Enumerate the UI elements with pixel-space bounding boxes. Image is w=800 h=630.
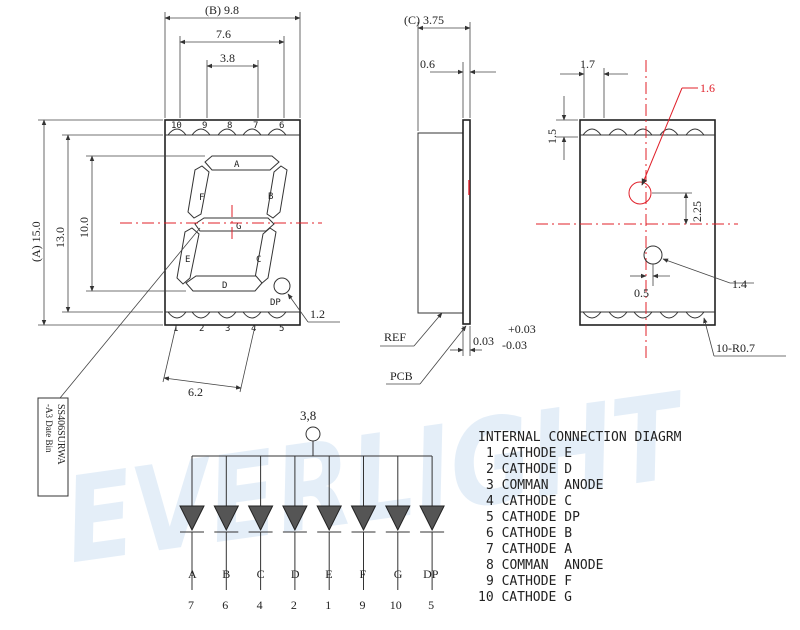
connection-title: INTERNAL CONNECTION DIAGRM [478, 430, 682, 445]
segment-label-c: C [256, 255, 261, 265]
top-pin-7: 7 [253, 121, 258, 131]
dim-100-label: 10.0 [77, 217, 91, 238]
segment-label-e: E [185, 255, 190, 265]
connection-item-5: 5 CATHODE DP [486, 510, 580, 525]
diode-b [213, 505, 240, 532]
circuit-pin-label-c: 4 [257, 598, 263, 612]
side-pcb [462, 119, 471, 325]
connection-item-10: 10 CATHODE G [478, 590, 572, 605]
tol-plus-label: +0.03 [508, 322, 536, 336]
dim-17-label: 1.7 [580, 57, 595, 71]
dim-225-label: 2.25 [690, 201, 704, 222]
diode-f [350, 505, 377, 532]
circuit-seg-label-d: D [291, 567, 300, 581]
connection-item-1: 1 CATHODE E [486, 446, 572, 461]
diode-a [179, 505, 205, 532]
bottom-pin-3: 3 [225, 324, 230, 334]
diode-e [316, 505, 343, 532]
diode-c [247, 505, 274, 532]
circuit-pin-label-e: 1 [325, 598, 331, 612]
connection-item-2: 2 CATHODE D [486, 462, 572, 477]
segment-label-b: B [268, 192, 273, 202]
segment-label-g: G [236, 222, 241, 232]
circuit-pin-label-d: 2 [291, 598, 297, 612]
dim-12-label: 1.2 [310, 307, 325, 321]
dim-130-label: 13.0 [53, 227, 67, 248]
diode-d [282, 505, 308, 532]
tol-minus-label: -0.03 [502, 338, 527, 352]
circuit-pin-label-f: 9 [360, 598, 366, 612]
dim-05-label: 0.5 [634, 286, 649, 300]
circuit-pin-label-g: 10 [390, 598, 402, 612]
top-pin-9: 9 [202, 121, 207, 131]
dp-label: DP [270, 298, 281, 308]
connection-item-4: 4 CATHODE C [486, 494, 572, 509]
dim-c-label: (C) 3.75 [404, 13, 444, 27]
circuit-seg-label-e: E [325, 567, 332, 581]
part-label-line1: SS406SURWA [55, 404, 66, 465]
connection-item-6: 6 CATHODE B [486, 526, 572, 541]
top-pin-8: 8 [227, 121, 232, 131]
decimal-point [273, 277, 291, 295]
diode-g [384, 505, 411, 532]
segment-label-d: D [222, 281, 227, 291]
top-pin-10: 10 [171, 121, 182, 131]
segment-b [266, 165, 288, 219]
side-body [417, 132, 464, 314]
side-view: (C) 3.75 0.6 REF PCB 0.03 +0.03 -0.03 [380, 13, 536, 385]
segment-label-a: A [234, 160, 240, 170]
hole-14 [643, 245, 663, 265]
circuit-seg-label-g: G [394, 567, 403, 581]
segment-label-f: F [199, 193, 204, 203]
diode-dp [419, 505, 445, 532]
back-view: 1.6 2.25 1.4 0.5 1.7 1.5 10-R0.7 [536, 57, 786, 360]
circuit-diagram: 3,8 A 7 B 6 C 4 D 2 E 1 F 9 G 10 DP 5 [179, 408, 445, 612]
front-view: 10 9 8 7 6 1 2 3 4 5 A B C D E F G DP [29, 3, 340, 399]
circuit-seg-label-a: A [188, 567, 197, 581]
circuit-pin-label-dp: 5 [428, 598, 434, 612]
top-pin-6: 6 [279, 121, 284, 131]
bottom-pin-2: 2 [199, 324, 204, 334]
bottom-pin-5: 5 [279, 324, 284, 334]
part-label-box: SS406SURWA -A3 Date Bin [37, 227, 201, 497]
circuit-pin-label-a: 7 [188, 598, 194, 612]
circuit-seg-label-c: C [257, 567, 265, 581]
hole-16 [628, 181, 652, 205]
connection-item-7: 7 CATHODE A [486, 542, 572, 557]
segment-g [194, 217, 275, 232]
dim-r-label: 10-R0.7 [716, 341, 755, 355]
connection-list: INTERNAL CONNECTION DIAGRM 1 CATHODE E 2… [478, 430, 682, 605]
connection-item-8: 8 COMMAN ANODE [486, 558, 603, 573]
back-body-outline [579, 119, 716, 326]
connection-item-9: 9 CATHODE F [486, 574, 572, 589]
circuit-pin-label-b: 6 [222, 598, 228, 612]
dim-16-label: 1.6 [700, 81, 715, 95]
dim-15-label: 1.5 [545, 129, 559, 144]
bottom-pin-4: 4 [251, 324, 256, 334]
part-label-leader [59, 227, 201, 399]
dim-06-label: 0.6 [420, 57, 435, 71]
part-label-line2: -A3 Date Bin [44, 404, 54, 453]
pcb-label: PCB [390, 369, 413, 383]
dim-76-label: 7.6 [216, 27, 231, 41]
circuit-seg-label-f: F [360, 567, 367, 581]
dim-b-label: (B) 9.8 [205, 3, 239, 17]
segment-a [204, 155, 280, 171]
segment-d [185, 275, 263, 292]
common-anode-label: 3,8 [300, 408, 316, 423]
segment-e [176, 227, 200, 285]
dim-62-label: 6.2 [188, 385, 203, 399]
tol-label: 0.03 [473, 334, 494, 348]
dim-a-label: (A) 15.0 [29, 221, 43, 262]
connection-item-3: 3 COMMAN ANODE [486, 478, 603, 493]
ref-label: REF [384, 330, 406, 344]
circuit-seg-label-dp: DP [423, 567, 439, 581]
dim-38-label: 3.8 [220, 51, 235, 65]
circuit-seg-label-b: B [222, 567, 230, 581]
segment-f [187, 165, 210, 219]
dim-14-label: 1.4 [732, 277, 747, 291]
